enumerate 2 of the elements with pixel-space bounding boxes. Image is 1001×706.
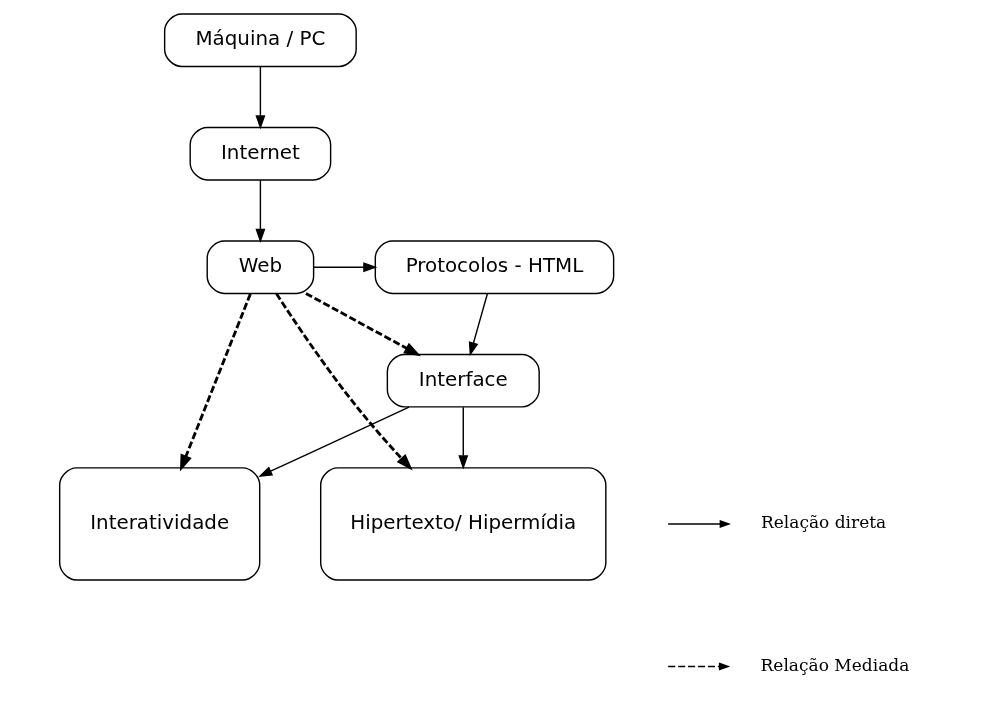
legend-label: Relação direta (760, 512, 887, 533)
legend-label: Relação Mediada (760, 654, 910, 675)
